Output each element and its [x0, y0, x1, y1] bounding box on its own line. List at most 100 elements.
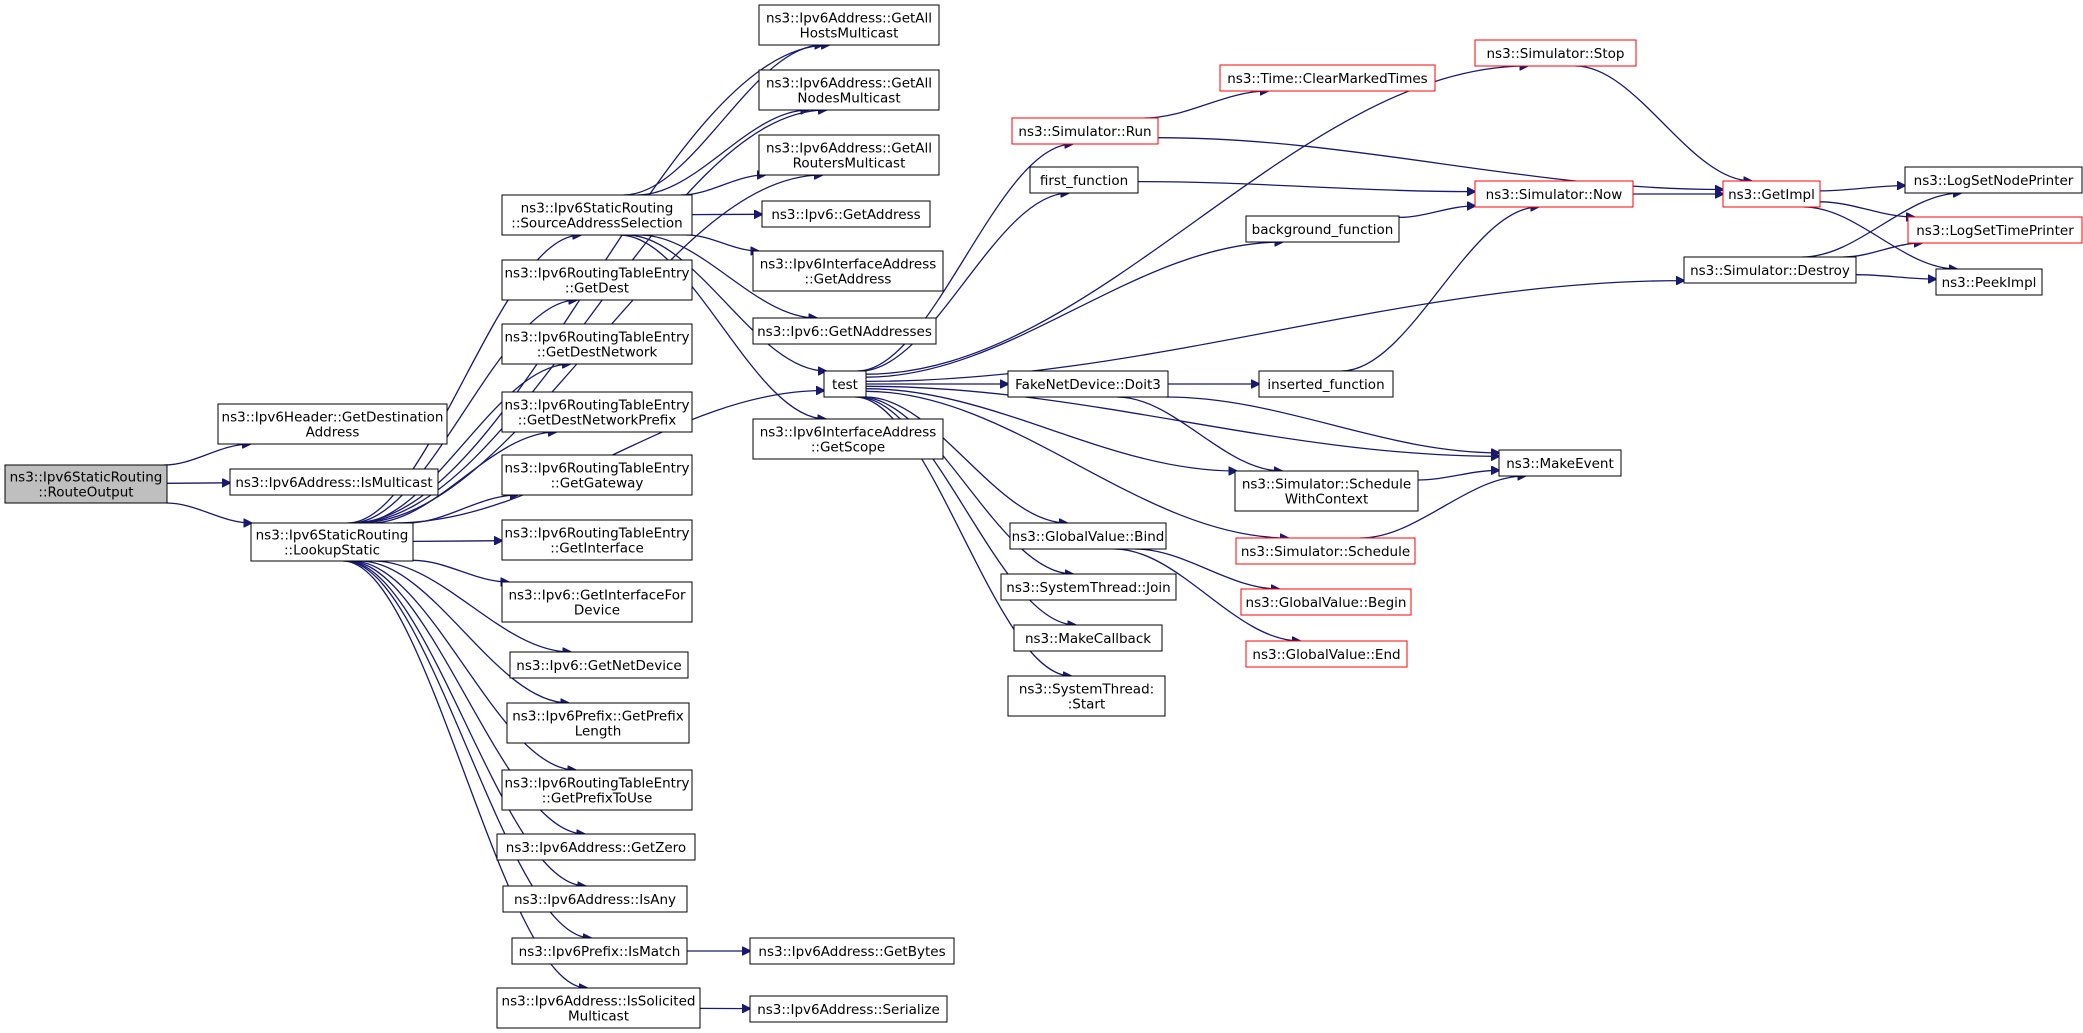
node-get-bytes[interactable]: ns3::Ipv6Address::GetBytes: [749, 937, 955, 965]
node-log-set-time-printer[interactable]: ns3::LogSetTimePrinter: [1907, 216, 2083, 244]
node-get-zero[interactable]: ns3::Ipv6Address::GetZero: [496, 833, 696, 861]
node-route-output[interactable]: ns3::Ipv6StaticRouting::RouteOutput: [4, 464, 168, 504]
edge-lookup_static-to-get_zero: [348, 560, 584, 834]
node-label-line: background_function: [1252, 222, 1394, 238]
edge-test-to-make_callback: [857, 396, 1075, 625]
edge-background_function-to-simulator_now: [1398, 206, 1475, 219]
node-interface-address-get-address[interactable]: ns3::Ipv6InterfaceAddress::GetAddress: [752, 250, 944, 292]
node-box: [1011, 117, 1159, 145]
node-box: [749, 995, 948, 1023]
node-serialize[interactable]: ns3::Ipv6Address::Serialize: [749, 995, 948, 1023]
node-simulator-schedule[interactable]: ns3::Simulator::Schedule: [1235, 537, 1416, 565]
node-box: [1935, 268, 2043, 296]
edge-lookup_static-to-rte_get_prefix_to_use: [352, 560, 575, 770]
node-rte-get-interface[interactable]: ns3::Ipv6RoutingTableEntry::GetInterface: [501, 519, 693, 561]
node-make-event[interactable]: ns3::MakeEvent: [1498, 449, 1622, 477]
node-source-address-selection[interactable]: ns3::Ipv6StaticRouting::SourceAddressSel…: [501, 194, 693, 236]
edge-route_output-to-is_multicast: [166, 483, 230, 484]
node-get-net-device[interactable]: ns3::Ipv6::GetNetDevice: [509, 651, 689, 679]
node-box: [749, 937, 955, 965]
node-box: [761, 200, 931, 228]
node-label-line: NodesMulticast: [797, 91, 900, 107]
node-label-line: Device: [574, 603, 620, 619]
node-box: [1235, 537, 1416, 565]
node-label-line: ns3::Ipv6::GetInterfaceFor: [508, 588, 686, 604]
node-get-n-addresses[interactable]: ns3::Ipv6::GetNAddresses: [752, 317, 937, 345]
node-fake-net-device-doit3[interactable]: FakeNetDevice::Doit3: [1007, 370, 1169, 398]
node-label-line: Length: [575, 724, 622, 740]
node-background-function[interactable]: background_function: [1245, 215, 1400, 243]
edge-test-to-simulator_run: [857, 144, 1072, 372]
node-simulator-now[interactable]: ns3::Simulator::Now: [1474, 180, 1634, 208]
edge-source_address_selection-to-get_all_nodes_multicast: [637, 110, 808, 196]
node-box: [501, 519, 693, 561]
node-rte-get-dest-network[interactable]: ns3::Ipv6RoutingTableEntry::GetDestNetwo…: [501, 323, 693, 365]
node-peek-impl[interactable]: ns3::PeekImpl: [1935, 268, 2043, 296]
node-label-line: ::RouteOutput: [38, 485, 133, 501]
node-label-line: ns3::Ipv6Address::GetZero: [506, 840, 686, 856]
node-label-line: ::GetDest: [565, 281, 629, 297]
node-ipv6-get-address[interactable]: ns3::Ipv6::GetAddress: [761, 200, 931, 228]
edge-lookup_static-to-is_solicited_multicast: [342, 560, 587, 988]
node-is-match[interactable]: ns3::Ipv6Prefix::IsMatch: [511, 937, 688, 965]
node-label-line: ns3::Ipv6::GetNAddresses: [757, 324, 932, 340]
node-box: [1245, 640, 1408, 668]
node-label-line: ::GetAddress: [805, 272, 892, 288]
node-label-line: ns3::Ipv6Address::IsSolicited: [502, 994, 696, 1010]
node-box: [509, 651, 689, 679]
node-box: [1007, 675, 1166, 717]
edge-schedule_with_context-to-make_event: [1417, 470, 1499, 481]
node-rte-get-dest-network-prefix[interactable]: ns3::Ipv6RoutingTableEntry::GetDestNetwo…: [501, 391, 693, 433]
node-get-impl[interactable]: ns3::GetImpl: [1722, 180, 1821, 208]
edge-lookup_static-to-source_address_selection: [347, 235, 580, 524]
node-global-value-end[interactable]: ns3::GlobalValue::End: [1245, 640, 1408, 668]
node-rte-get-gateway[interactable]: ns3::Ipv6RoutingTableEntry::GetGateway: [501, 454, 693, 496]
node-is-any[interactable]: ns3::Ipv6Address::IsAny: [502, 885, 688, 913]
edge-lookup_static-to-rte_get_dest_network: [357, 364, 570, 524]
node-rte-get-prefix-to-use[interactable]: ns3::Ipv6RoutingTableEntry::GetPrefixToU…: [501, 769, 693, 811]
edge-simulator_schedule-to-make_event: [1360, 476, 1525, 539]
node-global-value-bind[interactable]: ns3::GlobalValue::Bind: [1009, 522, 1167, 550]
node-clear-marked-times[interactable]: ns3::Time::ClearMarkedTimes: [1219, 64, 1436, 92]
node-rte-get-dest[interactable]: ns3::Ipv6RoutingTableEntry::GetDest: [501, 259, 693, 301]
node-log-set-node-printer[interactable]: ns3::LogSetNodePrinter: [1904, 166, 2083, 194]
edge-get_impl-to-peek_impl: [1803, 206, 1957, 269]
node-box: [1907, 216, 2083, 244]
node-label-line: ns3::Simulator::Schedule: [1241, 544, 1410, 560]
node-simulator-destroy[interactable]: ns3::Simulator::Destroy: [1683, 256, 1857, 284]
edge-get_impl-to-log_set_time_printer: [1819, 201, 1914, 217]
node-inserted-function[interactable]: inserted_function: [1258, 370, 1394, 398]
node-test[interactable]: test: [823, 370, 867, 398]
node-system-thread-join[interactable]: ns3::SystemThread::Join: [1000, 573, 1177, 601]
node-label-line: ns3::GlobalValue::Begin: [1246, 595, 1407, 611]
edge-simulator_run-to-clear_marked_times: [1144, 91, 1269, 119]
node-make-callback[interactable]: ns3::MakeCallback: [1013, 624, 1163, 652]
node-simulator-run[interactable]: ns3::Simulator::Run: [1011, 117, 1159, 145]
node-simulator-stop[interactable]: ns3::Simulator::Stop: [1474, 39, 1637, 67]
node-box: [501, 581, 693, 623]
node-is-multicast[interactable]: ns3::Ipv6Address::IsMulticast: [229, 468, 439, 496]
node-get-scope[interactable]: ns3::Ipv6InterfaceAddress::GetScope: [752, 418, 944, 460]
edge-fake_net_device_doit3-to-make_event: [1165, 396, 1499, 453]
node-lookup-static[interactable]: ns3::Ipv6StaticRouting::LookupStatic: [250, 522, 414, 562]
node-global-value-begin[interactable]: ns3::GlobalValue::Begin: [1240, 588, 1412, 616]
node-box: [501, 454, 693, 496]
node-box: [752, 418, 944, 460]
node-label-line: ns3::Ipv6Prefix::IsMatch: [519, 944, 681, 960]
node-system-thread-start[interactable]: ns3::SystemThread::Start: [1007, 675, 1166, 717]
node-box: [229, 468, 439, 496]
edge-test-to-system_thread_start: [855, 396, 1071, 676]
node-first-function[interactable]: first_function: [1029, 166, 1139, 194]
node-label-line: ::GetDestNetwork: [537, 345, 658, 361]
node-box: [1722, 180, 1821, 208]
node-box: [1029, 166, 1139, 194]
